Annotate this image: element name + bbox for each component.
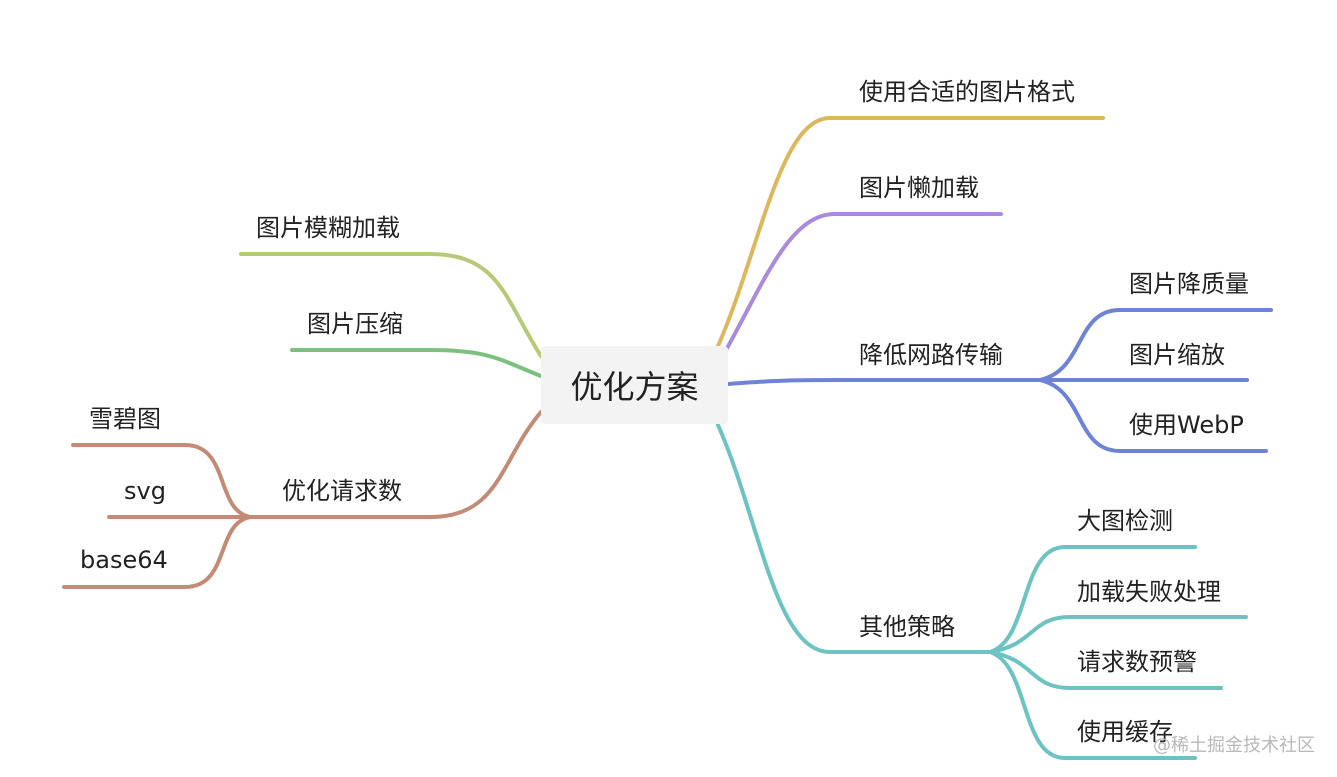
- edge-other-sub1: [988, 545, 1197, 654]
- node-requests-child-2: svg: [124, 477, 166, 505]
- node-network-child-3: 使用WebP: [1129, 411, 1244, 439]
- root-label: 优化方案: [570, 368, 699, 406]
- node-other: 其他策略: [859, 613, 955, 641]
- edge-other: [716, 423, 992, 654]
- node-lazy: 图片懒加载: [859, 174, 979, 202]
- edge-other-sub2: [988, 615, 1248, 654]
- node-requests-child-1: 雪碧图: [89, 405, 161, 433]
- node-other-child-1: 大图检测: [1077, 507, 1173, 535]
- watermark: @稀土掘金技术社区: [1153, 735, 1315, 756]
- root-node: 优化方案: [541, 346, 728, 424]
- edge-network: [726, 378, 1042, 386]
- edge-format: [716, 116, 1105, 348]
- edge-requests: [248, 410, 543, 519]
- node-network: 降低网路传输: [859, 341, 1003, 369]
- node-blur: 图片模糊加载: [256, 214, 400, 242]
- edge-network-sub1: [1038, 308, 1273, 382]
- edge-other-sub4: [988, 650, 1197, 760]
- node-other-child-4: 使用缓存: [1077, 718, 1173, 746]
- edge-blur: [239, 252, 543, 358]
- node-requests-child-3: base64: [80, 546, 168, 574]
- node-network-child-2: 图片缩放: [1129, 341, 1225, 369]
- node-other-child-3: 请求数预警: [1077, 648, 1197, 676]
- edge-lazy: [724, 212, 1003, 352]
- node-other-child-2: 加载失败处理: [1077, 578, 1221, 606]
- node-format: 使用合适的图片格式: [859, 78, 1075, 106]
- edge-requests-sub3: [62, 515, 252, 589]
- edge-compress: [290, 348, 543, 378]
- node-compress: 图片压缩: [307, 310, 403, 338]
- edge-network-sub3: [1038, 378, 1268, 453]
- edge-other-sub3: [988, 650, 1223, 690]
- edge-requests-sub1: [71, 443, 252, 519]
- node-requests: 优化请求数: [282, 477, 402, 505]
- node-network-child-1: 图片降质量: [1129, 270, 1249, 298]
